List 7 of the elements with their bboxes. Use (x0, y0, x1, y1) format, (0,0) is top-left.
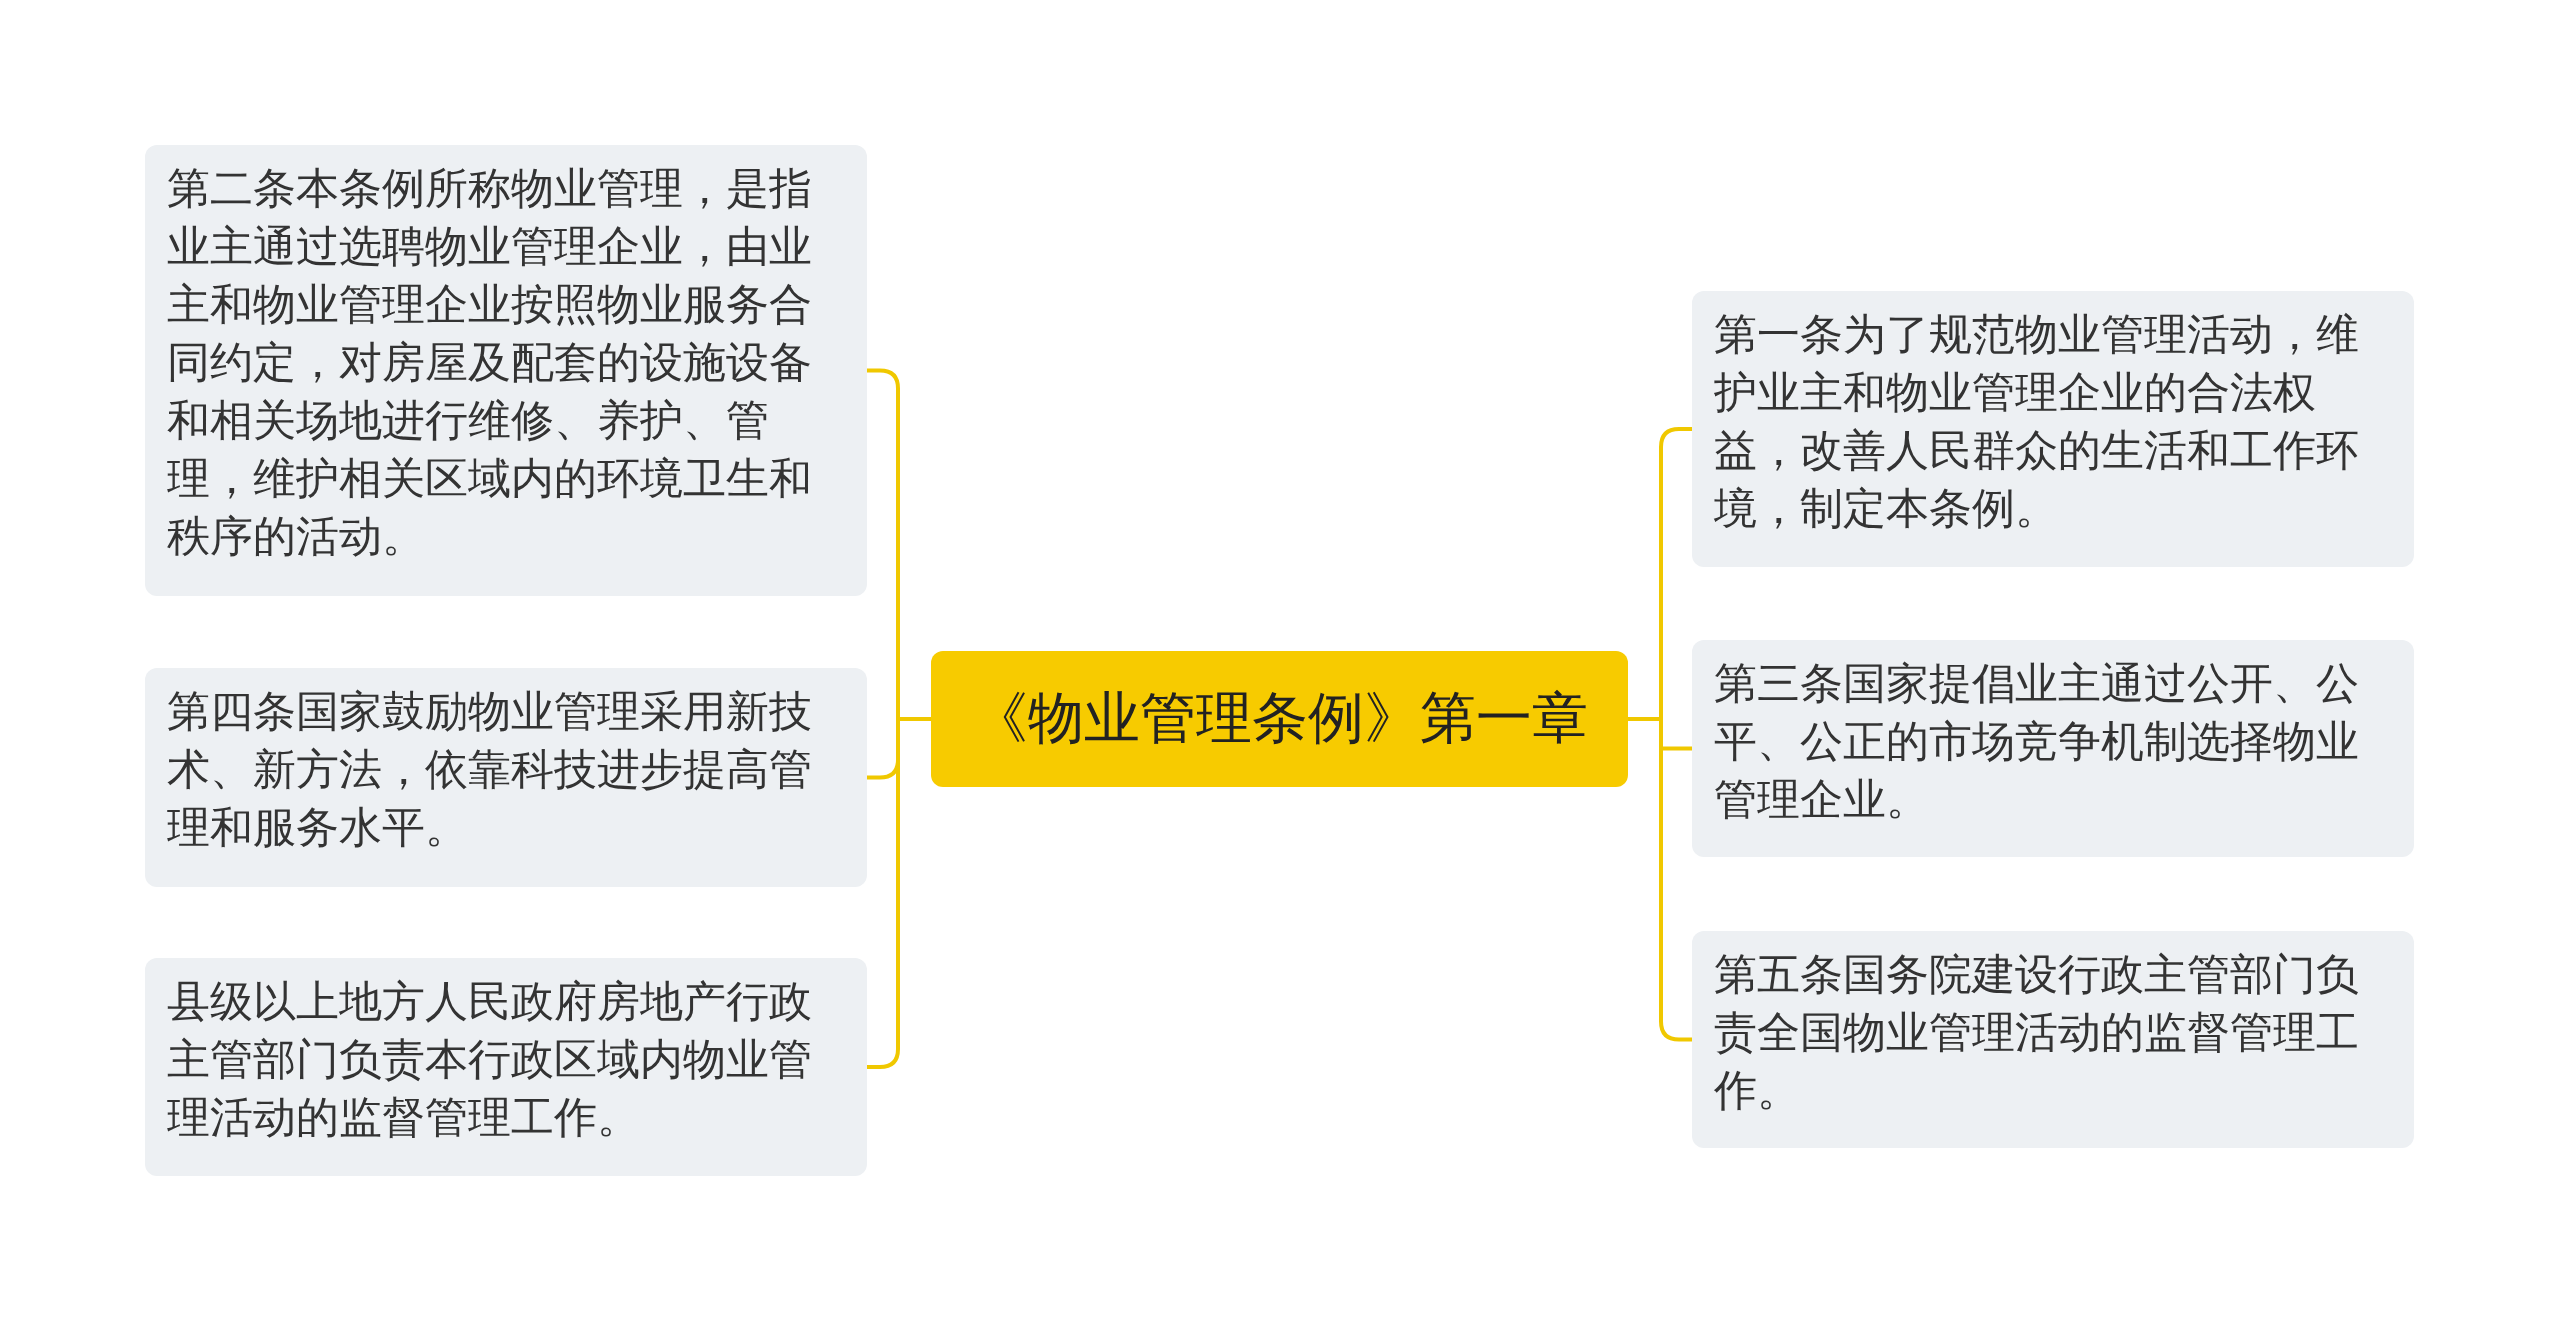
note-box: 第四条国家鼓励物业管理采用新技术、新方法，依靠科技进步提高管理和服务水平。 (145, 668, 867, 887)
note-box: 第三条国家提倡业主通过公开、公平、公正的市场竞争机制选择物业管理企业。 (1692, 640, 2414, 857)
note-box: 第一条为了规范物业管理活动，维护业主和物业管理企业的合法权益，改善人民群众的生活和工作环境，制定本条例。 (1692, 291, 2414, 567)
central-topic-box: 《物业管理条例》第一章 (931, 651, 1628, 787)
note-box: 第五条国务院建设行政主管部门负责全国物业管理活动的监督管理工作。 (1692, 931, 2414, 1148)
note-box: 县级以上地方人民政府房地产行政主管部门负责本行政区域内物业管理活动的监督管理工作。 (145, 958, 867, 1176)
note-box: 第二条本条例所称物业管理，是指业主通过选聘物业管理企业，由业主和物业管理企业按照物业服务合同约定，对房屋及配套的设施设备和相关场地进行维修、养护、管理，维护相关区域内的环境卫生和秩序的活动。 (145, 145, 867, 596)
